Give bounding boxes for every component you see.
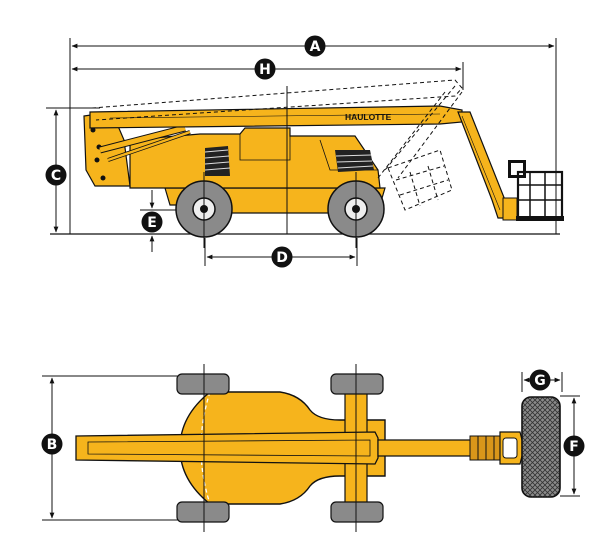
label-b: B [41, 433, 63, 455]
jib-arm [457, 111, 526, 221]
basket-side [516, 170, 564, 221]
basket-top [521, 396, 561, 498]
lift-cylinder [99, 124, 191, 162]
label-h: H [254, 58, 276, 80]
svg-text:E: E [147, 215, 157, 231]
svg-text:A: A [310, 39, 321, 55]
tire-rear-right [176, 501, 230, 523]
brand-label: HAULOTTE [345, 112, 392, 122]
label-a: A [304, 35, 326, 57]
label-d: D [271, 246, 293, 268]
svg-text:G: G [534, 373, 546, 389]
label-e: E [141, 211, 163, 233]
tire-front-left [330, 373, 384, 395]
boom-alternate-position [91, 79, 463, 211]
svg-text:C: C [51, 168, 61, 184]
svg-text:B: B [47, 437, 58, 453]
top-view: B G F [41, 364, 585, 532]
svg-text:D: D [276, 250, 288, 266]
svg-text:F: F [569, 439, 579, 455]
boom-top [75, 431, 379, 465]
label-f: F [563, 435, 585, 457]
label-c: C [45, 164, 67, 186]
side-view: HAULOTTE [45, 35, 564, 268]
tire-rear-left [176, 373, 230, 395]
tire-front-right [330, 501, 384, 523]
svg-text:H: H [259, 62, 271, 78]
turret-vents [204, 146, 374, 176]
label-g: G [529, 369, 551, 391]
